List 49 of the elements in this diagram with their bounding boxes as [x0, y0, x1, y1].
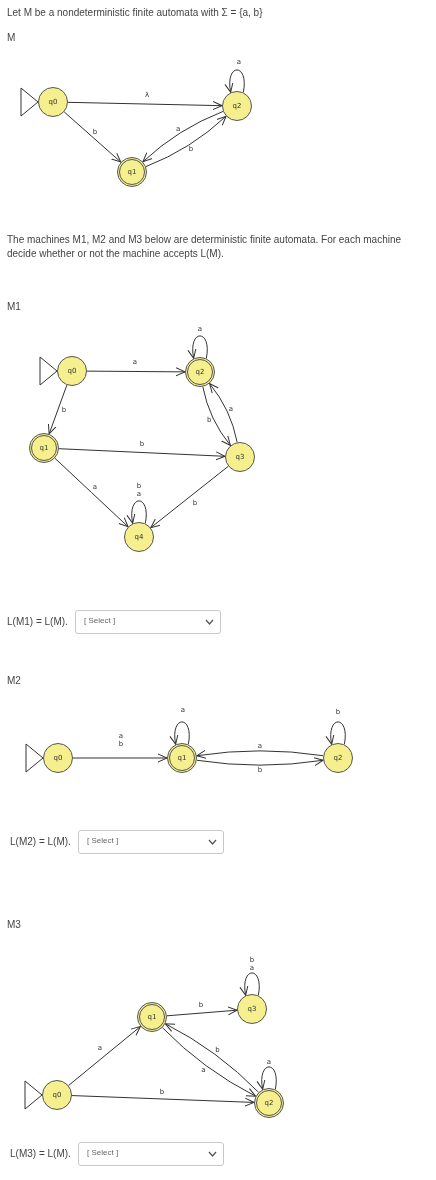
transition-arrow	[67, 101, 223, 110]
accepting-state-circle	[185, 357, 215, 387]
question-text: M1	[7, 300, 21, 314]
transition-arrow	[257, 1066, 277, 1090]
transition-arrow	[170, 721, 190, 745]
question-text: L(M3) = L(M).	[10, 1147, 71, 1161]
question-text: L(M1) = L(M).	[7, 615, 68, 629]
accepting-state-circle	[29, 433, 59, 463]
transition-arrow	[54, 457, 129, 528]
transition-arrow	[202, 386, 231, 446]
transition-arrow	[188, 335, 208, 359]
transition-arrow	[166, 1006, 238, 1017]
question-text: M	[7, 31, 16, 45]
question-text: M2	[7, 674, 21, 688]
transition-arrow	[68, 1026, 141, 1086]
transition-arrow	[127, 500, 147, 524]
state-circle	[237, 994, 267, 1024]
transition-arrow	[47, 384, 68, 435]
select-dropdown: [ Select ]	[78, 830, 224, 854]
transition-arrow	[58, 448, 226, 461]
accepting-state-circle	[137, 1002, 167, 1032]
state-circle	[222, 91, 252, 121]
transition-arrow	[196, 757, 324, 766]
question-text: M3	[7, 918, 21, 932]
transition-arrow	[72, 753, 168, 763]
state-circle	[57, 356, 87, 386]
transition-arrow	[326, 721, 346, 745]
accepting-state-circle	[254, 1088, 284, 1118]
select-dropdown: [ Select ]	[78, 1142, 224, 1166]
state-circle	[323, 743, 353, 773]
state-circle	[43, 743, 73, 773]
question-text: Let M be a nondeterministic finite automata with Σ = {a, b}	[7, 6, 263, 20]
transition-arrow	[240, 972, 260, 996]
transition-arrow	[150, 465, 229, 529]
transition-arrow	[86, 367, 186, 377]
transition-arrow	[225, 69, 245, 93]
state-circle	[38, 87, 68, 117]
accepting-state-circle	[167, 743, 197, 773]
instruction-paragraph: The machines M1, M2 and M3 below are deterministic finite automata. For each machine decide whether or not the machine accepts L(M).	[7, 233, 403, 261]
state-circle	[42, 1080, 72, 1110]
transition-arrow	[196, 750, 324, 759]
transition-arrow	[71, 1095, 255, 1107]
question-text: L(M2) = L(M).	[10, 835, 71, 849]
transition-arrow	[63, 111, 122, 163]
transition-arrow	[209, 383, 238, 443]
state-circle	[124, 522, 154, 552]
accepting-state-circle	[117, 157, 147, 187]
state-circle	[225, 442, 255, 472]
select-dropdown: [ Select ]	[75, 610, 221, 634]
